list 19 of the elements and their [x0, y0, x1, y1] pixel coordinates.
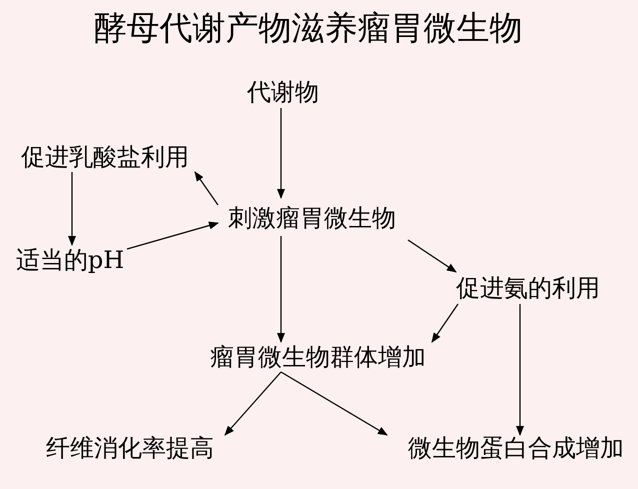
node-label: 适当的pH — [16, 246, 124, 274]
arrow — [431, 304, 458, 343]
node-label: 微生物蛋白合成增加 — [408, 434, 624, 462]
title: 酵母代谢产物滋养瘤胃微生物 — [94, 10, 522, 46]
node-label: 瘤胃微生物群体增加 — [210, 344, 426, 370]
arrow — [277, 108, 285, 199]
arrow — [194, 171, 218, 206]
node-label: 代谢物 — [247, 78, 319, 106]
arrow — [277, 236, 285, 343]
arrow — [516, 304, 524, 436]
node-label: 促进乳酸盐利用 — [21, 144, 189, 170]
arrow — [280, 371, 388, 436]
node-label: 纤维消化率提高 — [46, 434, 214, 462]
arrow — [224, 372, 282, 436]
arrow — [126, 222, 219, 250]
arrow — [68, 172, 76, 246]
node-label: 促进氨的利用 — [456, 274, 600, 302]
arrow — [408, 240, 457, 273]
node-label: 刺激瘤胃微生物 — [228, 204, 396, 232]
